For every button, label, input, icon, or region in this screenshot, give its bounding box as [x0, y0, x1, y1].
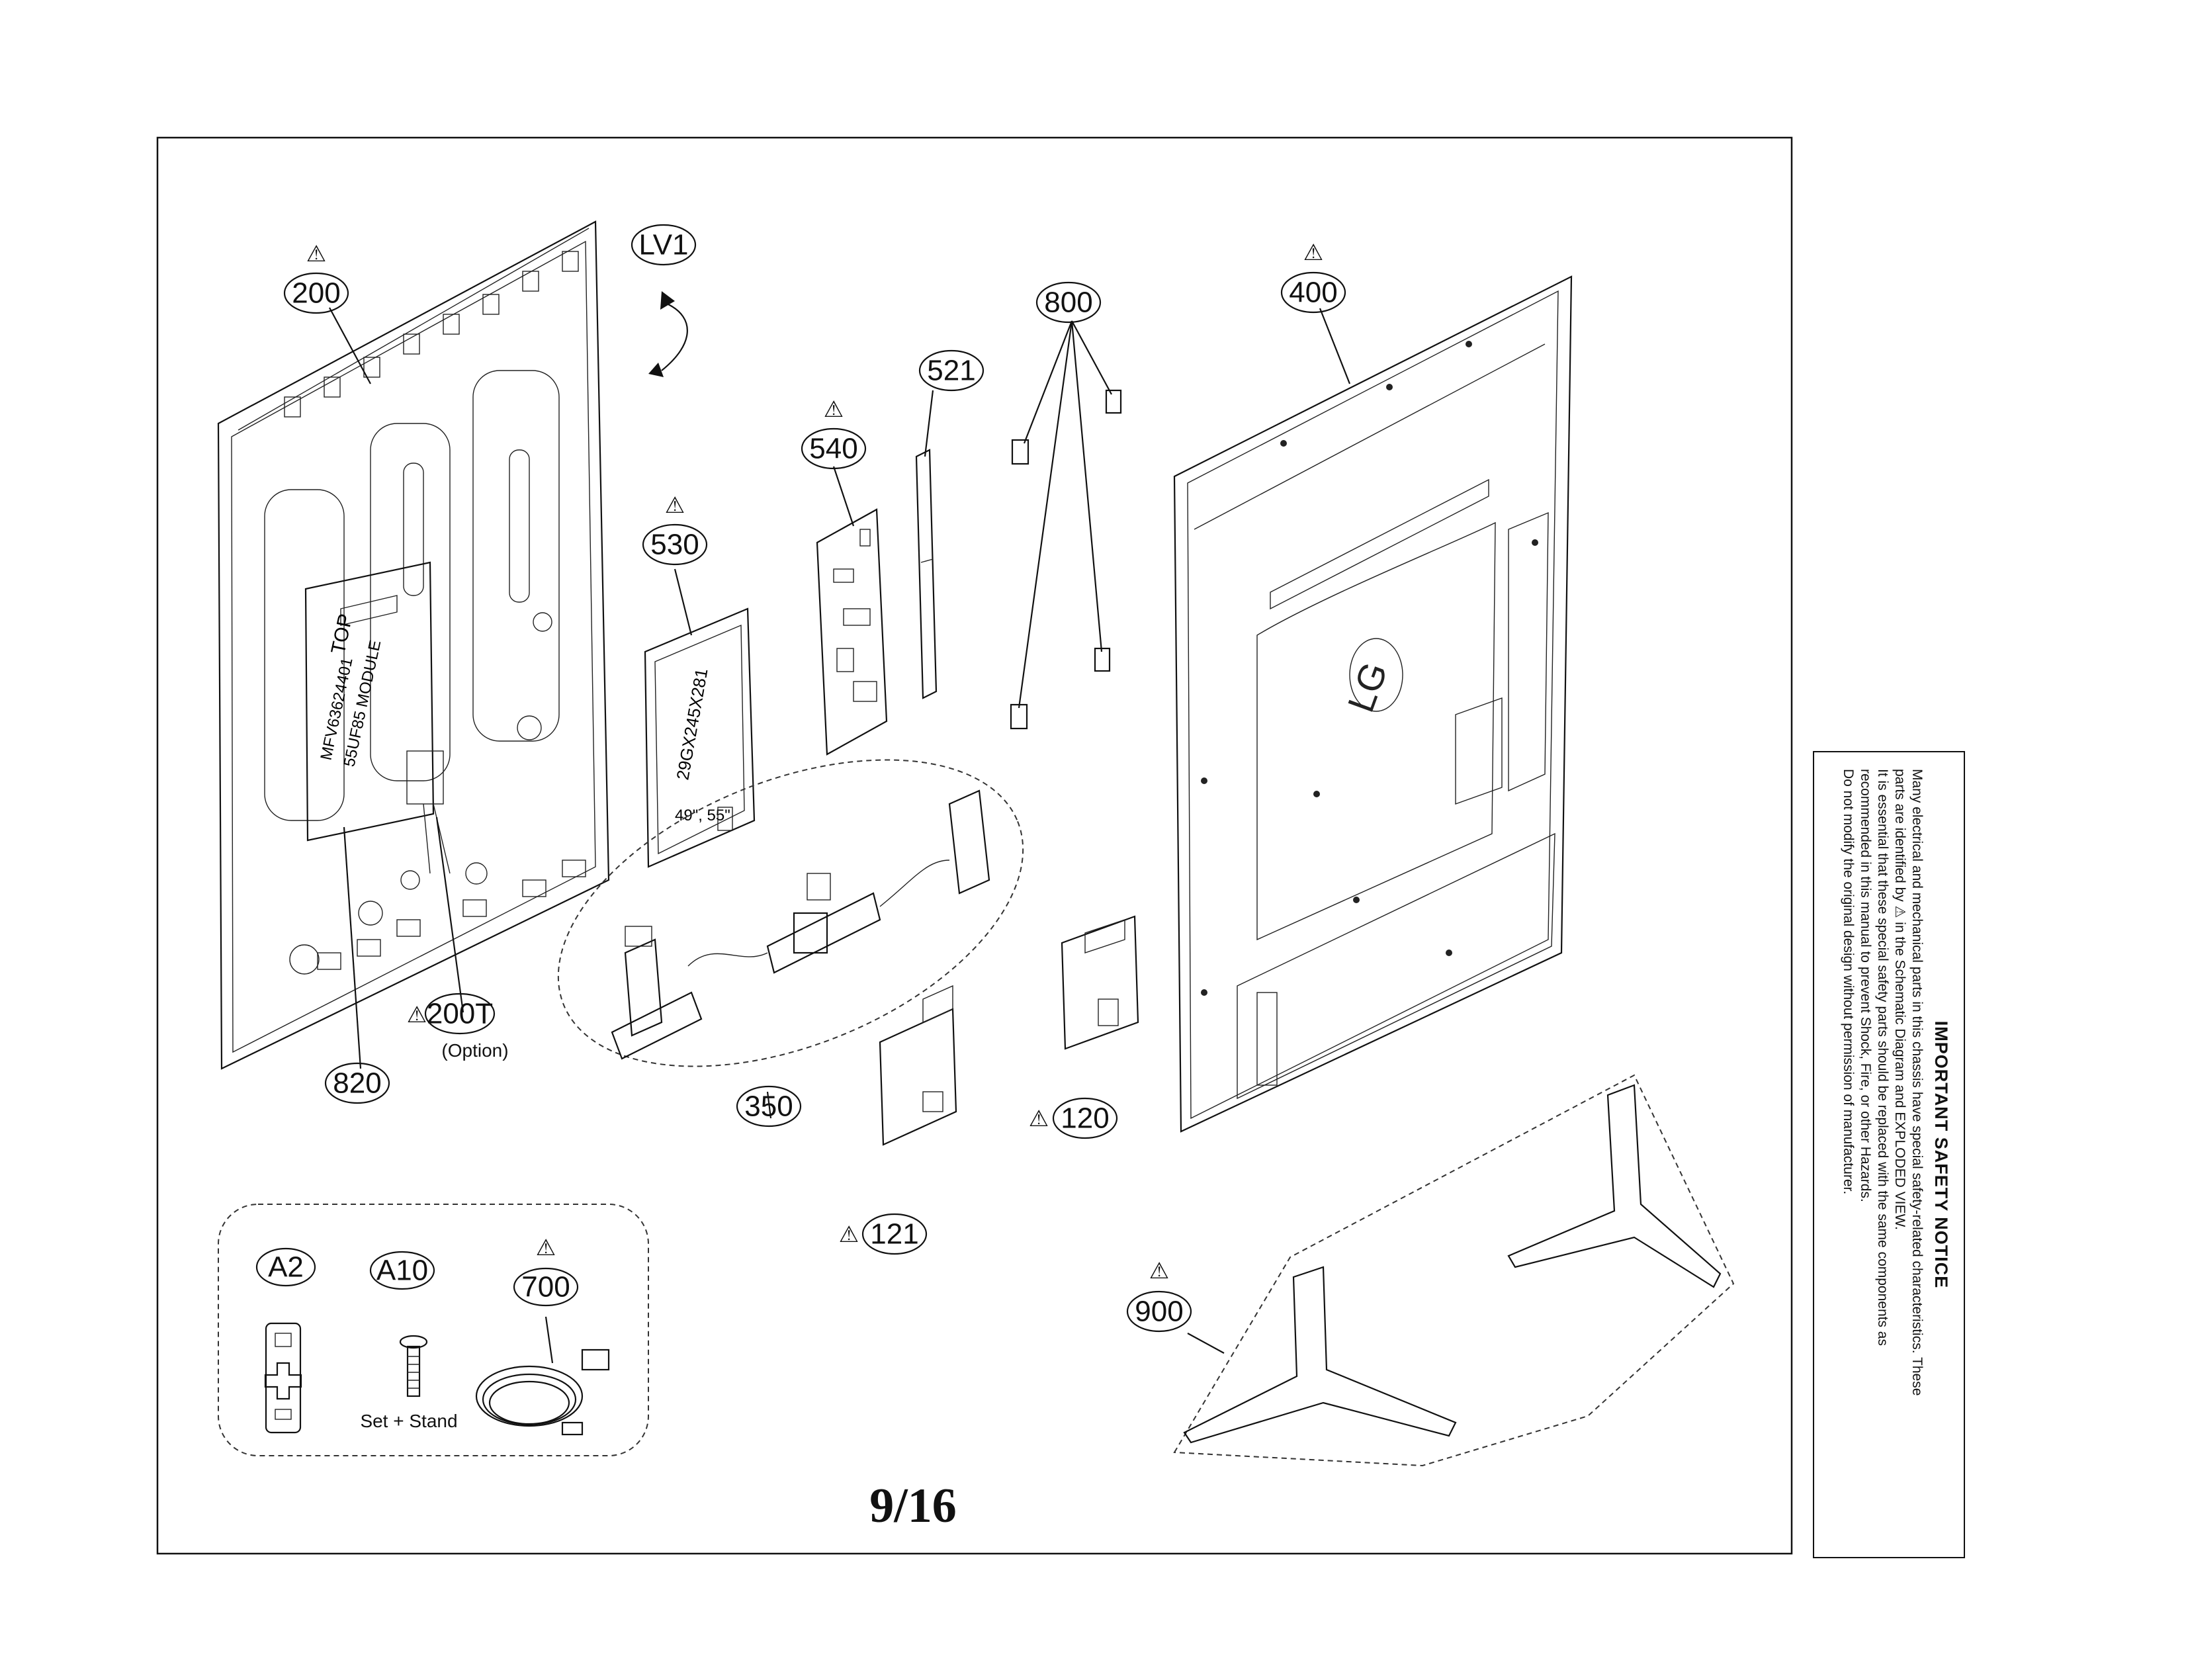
- panel-top-text: TOP: [328, 612, 357, 656]
- warning-icon: ⚠: [1029, 1106, 1049, 1131]
- part-350-group: [557, 759, 1024, 1067]
- psu-label-2: 49", 55": [675, 807, 730, 824]
- warning-icon: ⚠: [1303, 240, 1323, 265]
- callout-200T: 200T: [427, 998, 493, 1030]
- warning-icon: ⚠: [665, 493, 685, 518]
- part-A2-remote: [264, 1322, 302, 1434]
- callout-900: 900: [1135, 1296, 1183, 1328]
- part-700-cable: [475, 1348, 610, 1436]
- safety-notice-title: IMPORTANT SAFETY NOTICE: [1931, 1020, 1951, 1289]
- part-521-strip: [915, 449, 938, 699]
- part-120: [1061, 915, 1139, 1050]
- callout-530: 530: [650, 529, 699, 561]
- safety-notice-content: IMPORTANT SAFETY NOTICE Many electrical …: [1823, 761, 1955, 1548]
- warning-icon: ⚠: [536, 1235, 556, 1260]
- part-LV1: [648, 291, 688, 377]
- callout-A2: A2: [268, 1251, 304, 1284]
- page-number: 9/16: [869, 1479, 957, 1533]
- callout-120: 120: [1061, 1102, 1109, 1135]
- part-800-clips: [1010, 389, 1122, 730]
- safety-notice-line: Do not modify the original design withou…: [1841, 769, 1856, 1195]
- warning-icon: ⚠: [824, 397, 844, 422]
- warning-icon: ⚠: [407, 1002, 427, 1028]
- callout-ovals: [255, 224, 1346, 1333]
- leader-lines: [329, 307, 1351, 1364]
- part-200-panel: TOP MFV63624401 55UF85 MODULE: [217, 220, 610, 1070]
- callout-400: 400: [1289, 277, 1337, 309]
- callout-LV1: LV1: [638, 229, 688, 261]
- callout-540: 540: [809, 433, 857, 465]
- callout-700: 700: [521, 1271, 570, 1304]
- part-400-back-cover: LG: [1173, 275, 1573, 1133]
- callout-800: 800: [1044, 287, 1092, 319]
- part-121: [879, 985, 957, 1146]
- safety-notice-line: Many electrical and mechanical parts in …: [1909, 769, 1925, 1396]
- callout-350: 350: [744, 1090, 793, 1123]
- part-540-main-board: [816, 508, 888, 756]
- warning-icon: ⚠: [1149, 1259, 1169, 1284]
- warning-icon: ⚠: [839, 1222, 859, 1247]
- warning-icon: ⚠: [306, 242, 326, 267]
- part-900-stand: [1173, 1074, 1735, 1467]
- callout-121: 121: [870, 1218, 918, 1251]
- part-A10-screw: [399, 1335, 428, 1397]
- callout-200: 200: [292, 277, 340, 310]
- psu-label-1: 29GX245X281: [672, 667, 711, 781]
- safety-notice-line: It is essential that these special safet…: [1875, 769, 1890, 1346]
- safety-notice-body: Many electrical and mechanical parts in …: [1839, 769, 1925, 1540]
- callout-A10: A10: [376, 1255, 428, 1287]
- set-stand-caption: Set + Stand: [360, 1411, 457, 1431]
- diagram-frame: [156, 136, 1793, 1555]
- callout-820: 820: [333, 1067, 381, 1100]
- accessory-box: [218, 1204, 649, 1456]
- safety-notice-box: IMPORTANT SAFETY NOTICE Many electrical …: [1813, 751, 1965, 1558]
- safety-notice-line: recommended in this manual to prevent Sh…: [1858, 769, 1873, 1202]
- option-caption: (Option): [441, 1040, 508, 1061]
- warning-icons: ⚠ ⚠ ⚠ ⚠ ⚠ ⚠ ⚠ ⚠ ⚠: [306, 240, 1323, 1284]
- safety-notice-line: parts are identified by ⚠ in the Schemat…: [1892, 769, 1907, 1230]
- part-530-psu: 29GX245X281 49", 55": [644, 607, 756, 868]
- callout-521: 521: [927, 355, 975, 387]
